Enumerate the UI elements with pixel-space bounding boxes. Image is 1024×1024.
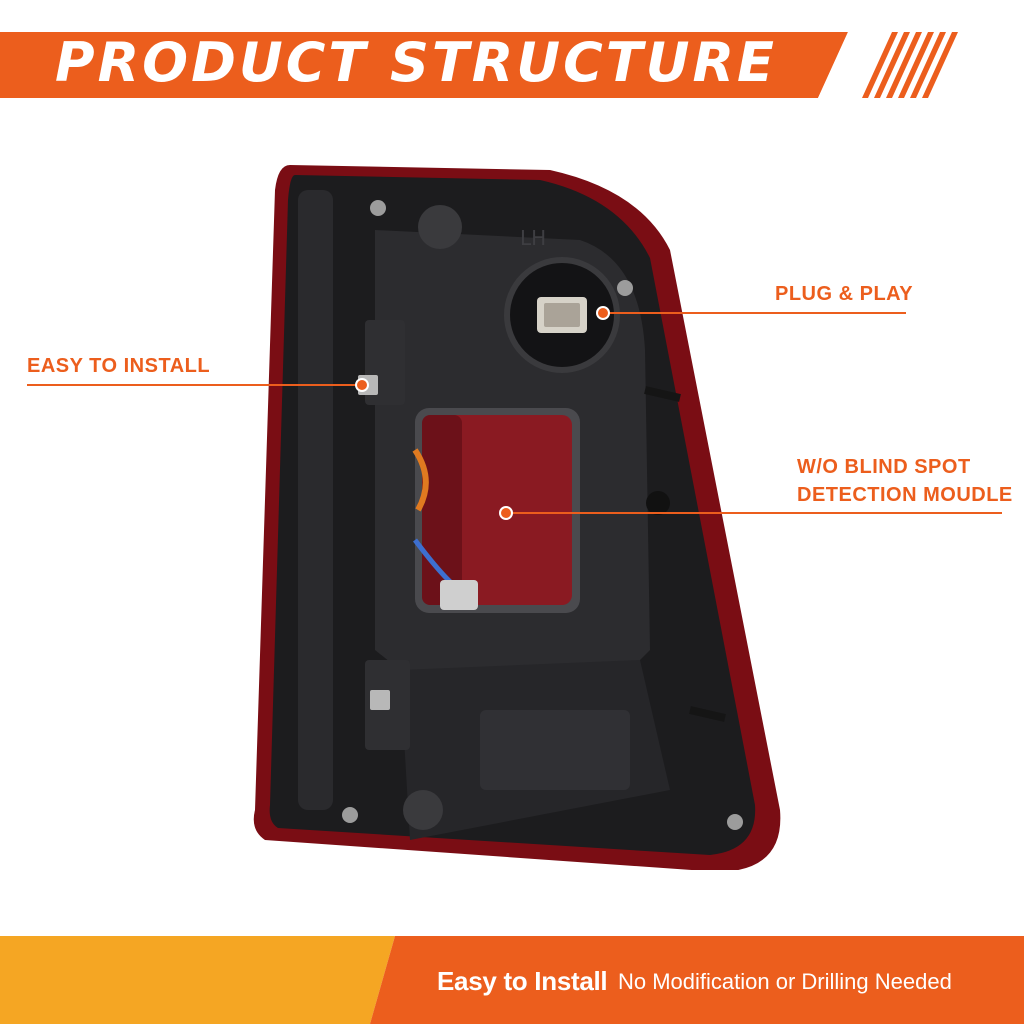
callout-easy-install-line: [27, 384, 361, 386]
tail-light-rear-housing-icon: LH: [253, 165, 781, 870]
callout-plug-play-line: [608, 312, 906, 314]
callout-blind-spot-label-line2: DETECTION MOUDLE: [797, 484, 1013, 506]
footer-banner-shape: [0, 936, 1024, 1024]
footer-banner: [0, 936, 1024, 1024]
callout-plug-play-dot: [596, 306, 610, 320]
callout-plug-play-label: PLUG & PLAY: [775, 283, 914, 305]
stripes-decoration: [862, 32, 958, 98]
header-banner-shape: [0, 32, 958, 98]
callout-blind-spot-dot: [499, 506, 513, 520]
callout-easy-install-dot: [355, 378, 369, 392]
page-title: PRODUCT STRUCTURE: [55, 31, 777, 94]
callout-blind-spot-line: [510, 512, 1002, 514]
footer-highlight-text: Easy to Install: [437, 966, 608, 996]
side-marking: LH: [520, 226, 546, 250]
footer-description-text: No Modification or Drilling Needed: [618, 969, 952, 994]
callout-easy-install-label: EASY TO INSTALL: [27, 355, 211, 377]
callout-blind-spot-label-line1: W/O BLIND SPOT: [797, 456, 971, 478]
header-banner: PRODUCT STRUCTURE: [0, 0, 1024, 110]
